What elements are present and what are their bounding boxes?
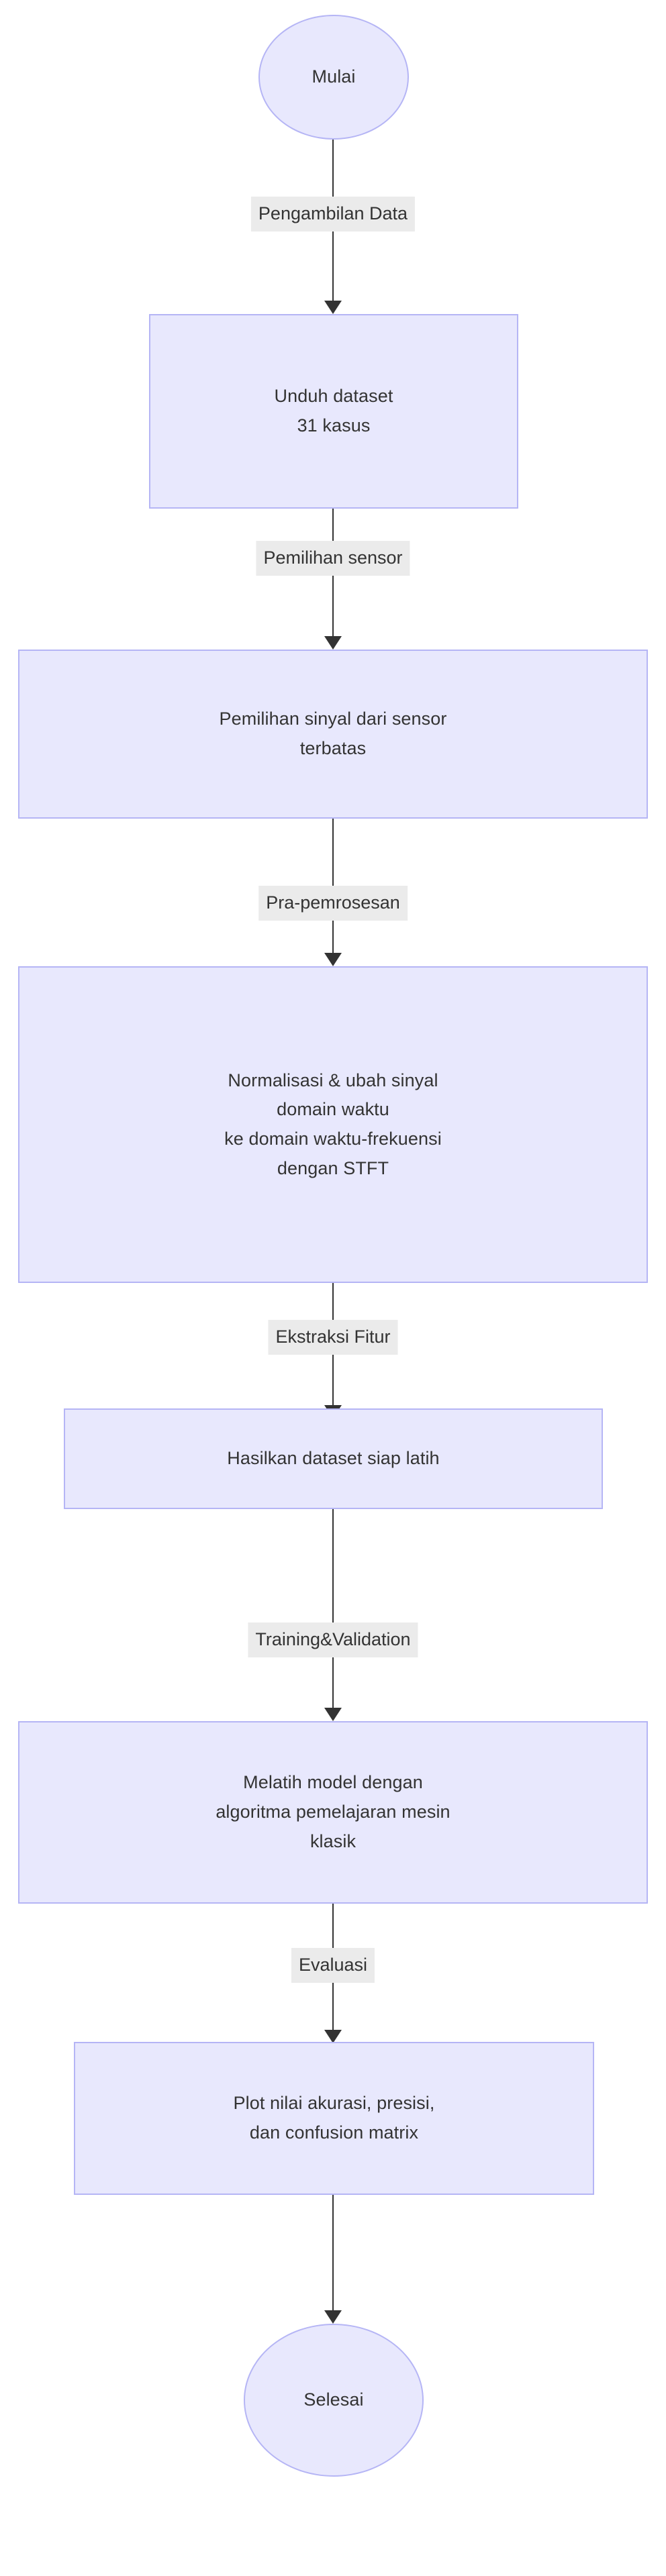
node-dataset-siap-latih-line-0: Hasilkan dataset siap latih [227, 1448, 440, 1469]
node-normalisasi-stft-line-2: ke domain waktu-frekuensi [224, 1129, 442, 1149]
node-normalisasi-stft-line-1: domain waktu [277, 1099, 389, 1120]
node-normalisasi-stft-line-3: dengan STFT [277, 1157, 389, 1178]
arrowhead-plot-evaluasi [324, 2030, 342, 2043]
arrowhead-melatih-model [324, 1708, 342, 1721]
node-end-line-0: Selesai [303, 2389, 364, 2410]
node-plot-evaluasi-line-1: dan confusion matrix [249, 2122, 419, 2143]
edge-label-evaluasi: Evaluasi [291, 1948, 375, 1983]
edge-label-pra-pemrosesan: Pra-pemrosesan [258, 886, 408, 921]
node-dataset-siap-latih[interactable]: Hasilkan dataset siap latih [64, 1408, 603, 1509]
edge-label-pemilihan-sensor: Pemilihan sensor [256, 541, 410, 576]
edge-label-ekstraksi-fitur: Ekstraksi Fitur [268, 1320, 398, 1355]
node-unduh-dataset-line-1: 31 kasus [297, 415, 371, 435]
node-normalisasi-stft-line-0: Normalisasi & ubah sinyal [228, 1070, 438, 1090]
edge-dataset-siap-latih-to-melatih-model [332, 1509, 334, 1710]
node-end[interactable]: Selesai [244, 2324, 424, 2477]
arrowhead-unduh-dataset [324, 301, 342, 314]
node-start-line-0: Mulai [312, 66, 356, 87]
arrowhead-normalisasi-stft [324, 953, 342, 966]
node-melatih-model-line-1: algoritma pemelajaran mesin [216, 1802, 450, 1822]
node-plot-evaluasi-line-0: Plot nilai akurasi, presisi, [233, 2093, 435, 2114]
edge-label-pengambilan-data: Pengambilan Data [250, 197, 416, 232]
node-start[interactable]: Mulai [258, 15, 409, 140]
node-unduh-dataset-line-0: Unduh dataset [274, 386, 393, 407]
edge-label-training-validation: Training&Validation [248, 1622, 418, 1658]
node-melatih-model-line-0: Melatih model dengan [243, 1772, 423, 1793]
edge-plot-evaluasi-to-end [332, 2195, 334, 2313]
node-normalisasi-stft[interactable]: Normalisasi & ubah sinyal domain waktu k… [18, 966, 648, 1283]
node-plot-evaluasi[interactable]: Plot nilai akurasi, presisi, dan confusi… [74, 2042, 594, 2195]
node-pemilihan-sinyal-line-0: Pemilihan sinyal dari sensor [219, 709, 447, 729]
node-melatih-model-line-2: klasik [310, 1831, 356, 1851]
node-pemilihan-sinyal[interactable]: Pemilihan sinyal dari sensor terbatas [18, 650, 648, 819]
arrowhead-pemilihan-sinyal [324, 636, 342, 650]
node-pemilihan-sinyal-line-1: terbatas [299, 738, 367, 758]
node-melatih-model[interactable]: Melatih model dengan algoritma pemelajar… [18, 1721, 648, 1904]
node-unduh-dataset[interactable]: Unduh dataset 31 kasus [149, 314, 518, 509]
arrowhead-end [324, 2310, 342, 2324]
